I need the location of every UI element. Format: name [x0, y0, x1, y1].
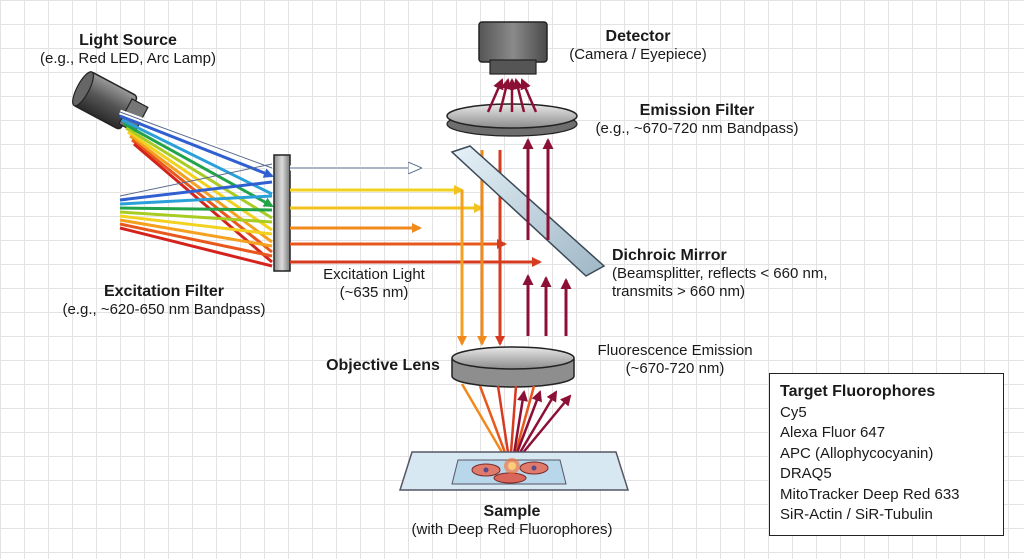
fluorophore-item: SiR-Actin / SiR-Tubulin	[780, 506, 933, 523]
dichroic-mirror-subtitle-2: transmits > 660 nm)	[612, 282, 745, 300]
detector-label: Detector (Camera / Eyepiece)	[553, 28, 723, 64]
excitation-filter-label: Excitation Filter (e.g., ~620-650 nm Ban…	[50, 283, 278, 319]
sample-slide-icon	[398, 451, 630, 491]
fluorophore-item: APC (Allophycocyanin)	[780, 444, 934, 462]
objective-lens-title: Objective Lens	[326, 357, 440, 374]
detector-subtitle: (Camera / Eyepiece)	[569, 46, 707, 64]
emission-filter-subtitle: (e.g., ~670-720 nm Bandpass)	[595, 120, 799, 138]
dichroic-mirror-label: Dichroic Mirror (Beamsplitter, reflects …	[612, 247, 872, 300]
fluorophore-list: Cy5 Alexa Fluor 647 APC (Allophycocyanin…	[780, 403, 993, 526]
objective-lens-icon	[451, 346, 575, 388]
light-source-title: Light Source	[79, 32, 177, 49]
sample-title: Sample	[483, 503, 541, 520]
fluorescence-emission-line2: (~670-720 nm)	[625, 360, 725, 377]
target-fluorophores-title: Target Fluorophores	[780, 383, 936, 400]
emission-filter-label: Emission Filter (e.g., ~670-720 nm Bandp…	[587, 102, 807, 138]
excitation-filter-subtitle: (e.g., ~620-650 nm Bandpass)	[62, 301, 266, 319]
excitation-filter-title: Excitation Filter	[103, 283, 225, 300]
detector-icon	[478, 21, 548, 75]
light-source-subtitle: (e.g., Red LED, Arc Lamp)	[40, 50, 216, 68]
light-source-label: Light Source (e.g., Red LED, Arc Lamp)	[24, 32, 232, 68]
sample-subtitle: (with Deep Red Fluorophores)	[411, 521, 613, 539]
detector-beam	[486, 78, 538, 113]
excitation-light-label: Excitation Light (~635 nm)	[312, 266, 436, 302]
fluorescence-emission-label: Fluorescence Emission (~670-720 nm)	[585, 342, 765, 378]
excitation-light-line2: (~635 nm)	[339, 284, 409, 301]
excitation-filter-icon	[273, 154, 291, 272]
detector-title: Detector	[605, 28, 671, 45]
excitation-light-line1: Excitation Light	[323, 266, 425, 283]
fluorophore-item: DRAQ5	[780, 465, 832, 482]
emission-beam	[522, 138, 572, 336]
excitation-beam	[290, 168, 542, 267]
emission-filter-icon	[446, 103, 578, 137]
emission-filter-title: Emission Filter	[639, 102, 755, 119]
fluorescence-emission-line1: Fluorescence Emission	[597, 342, 753, 359]
dichroic-mirror-title: Dichroic Mirror	[612, 247, 727, 264]
fluorophore-item: Cy5	[780, 403, 807, 421]
target-fluorophores-box: Target Fluorophores Cy5 Alexa Fluor 647 …	[769, 373, 1004, 536]
dichroic-mirror-subtitle-1: (Beamsplitter, reflects < 660 nm,	[612, 265, 828, 283]
sample-label: Sample (with Deep Red Fluorophores)	[392, 503, 632, 539]
spectrum-beam	[119, 109, 274, 268]
fluorophore-item: Alexa Fluor 647	[780, 424, 886, 441]
fluorophore-item: MitoTracker Deep Red 633	[780, 485, 960, 503]
objective-lens-label: Objective Lens	[318, 357, 448, 375]
